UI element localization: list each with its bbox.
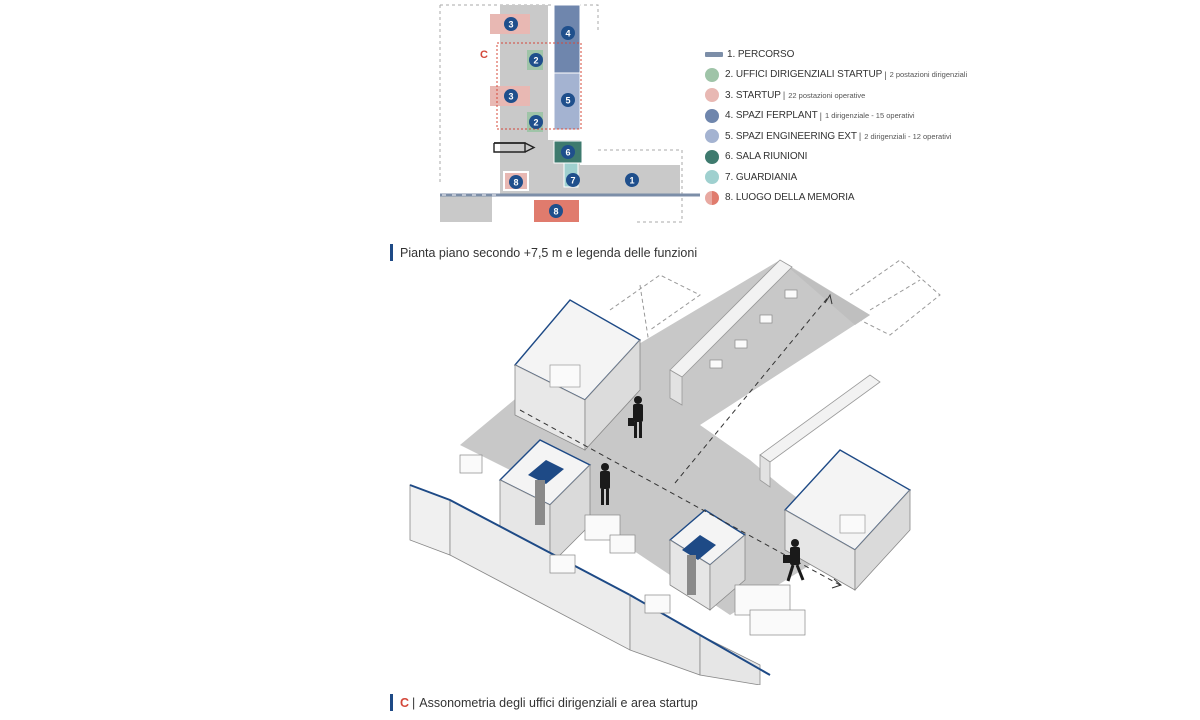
legend: 1. PERCORSO 2. UFFICI DIRIGENZIALI START… <box>705 44 1005 208</box>
legend-separator: | <box>884 69 887 80</box>
legend-swatch-bar <box>705 51 723 57</box>
legend-item-startup: 3. STARTUP | 22 postazioni operative <box>705 85 1005 106</box>
plan-marker-7: 7 <box>566 173 580 187</box>
legend-swatch-dot <box>705 67 719 82</box>
iso-caption-letter: C <box>400 695 410 710</box>
legend-item-percorso: 1. PERCORSO <box>705 44 1005 65</box>
svg-text:4: 4 <box>565 29 570 39</box>
svg-text:3: 3 <box>508 20 513 30</box>
partition-wall-front <box>409 484 771 685</box>
legend-swatch-dot <box>705 88 719 103</box>
legend-item-memoria: 8. LUOGO DELLA MEMORIA <box>705 188 1005 209</box>
legend-item-sala: 6. SALA RIUNIONI <box>705 147 1005 168</box>
legend-label: 1. PERCORSO <box>727 48 795 60</box>
legend-label: 8. LUOGO DELLA MEMORIA <box>725 192 855 204</box>
office-cube-center <box>668 509 747 611</box>
plan-marker-2a: 2 <box>529 53 543 67</box>
legend-separator: | <box>858 131 862 142</box>
svg-text:5: 5 <box>565 96 570 106</box>
legend-separator: | <box>782 90 786 101</box>
iso-caption-text: Assonometria degli uffici dirigenziali e… <box>419 695 698 710</box>
svg-text:8: 8 <box>513 178 518 188</box>
caption-bar <box>390 244 393 261</box>
svg-text:2: 2 <box>533 118 538 128</box>
direction-arrow-icon <box>493 142 536 153</box>
plan-marker-4: 4 <box>561 26 575 40</box>
legend-item-uffici: 2. UFFICI DIRIGENZIALI STARTUP | 2 posta… <box>705 65 1005 86</box>
legend-label: 5. SPAZI ENGINEERING EXT <box>725 130 857 142</box>
plan-marker-2b: 2 <box>529 115 543 129</box>
person-icon <box>600 463 610 505</box>
legend-label: 6. SALA RIUNIONI <box>725 151 808 163</box>
legend-label: 4. SPAZI FERPLANT <box>725 110 818 122</box>
legend-item-ferplant: 4. SPAZI FERPLANT | 1 dirigenziale - 15 … <box>705 106 1005 127</box>
startup-desks <box>459 454 806 636</box>
legend-detail: 1 dirigenziale - 15 operativi <box>824 111 915 121</box>
plan-marker-8b: 8 <box>549 204 563 218</box>
legend-detail: 22 postazioni operative <box>788 90 866 100</box>
legend-label: 7. GUARDIANIA <box>725 171 798 183</box>
person-icon <box>628 396 643 438</box>
office-cube-right <box>783 449 912 592</box>
legend-swatch-dot <box>705 108 719 123</box>
legend-swatch-dot <box>705 170 719 185</box>
legend-swatch-dot <box>705 190 719 205</box>
floor-plates <box>460 260 870 615</box>
corridor-desks <box>709 289 798 369</box>
plan-caption: Pianta piano secondo +7,5 m e legenda de… <box>390 244 697 261</box>
svg-text:6: 6 <box>565 148 570 158</box>
plan-marker-3a: 3 <box>504 17 518 31</box>
legend-item-engineering: 5. SPAZI ENGINEERING EXT | 2 dirigenzial… <box>705 126 1005 147</box>
person-icon <box>783 539 805 582</box>
legend-detail: 2 dirigenziali - 12 operativi <box>864 131 952 141</box>
plan-marker-8a: 8 <box>509 175 523 189</box>
legend-separator: | <box>819 110 822 121</box>
svg-text:3: 3 <box>508 92 513 102</box>
plan-marker-3b: 3 <box>504 89 518 103</box>
caption-bar <box>390 694 393 711</box>
legend-swatch-dot <box>705 129 719 144</box>
plan-marker-6: 6 <box>561 145 575 159</box>
svg-text:7: 7 <box>570 176 575 186</box>
svg-text:1: 1 <box>629 176 634 186</box>
circulation-path <box>519 293 842 589</box>
axonometric-view <box>409 259 941 685</box>
legend-detail: 2 postazioni dirigenziali <box>889 70 968 80</box>
legend-swatch-dot <box>705 149 719 164</box>
office-cube-top <box>513 299 642 452</box>
bench-wall <box>669 259 881 488</box>
iso-caption: C | Assonometria degli uffici dirigenzia… <box>390 694 698 711</box>
plan-marker-5: 5 <box>561 93 575 107</box>
legend-item-guardiania: 7. GUARDIANIA <box>705 167 1005 188</box>
legend-label: 3. STARTUP <box>725 89 781 101</box>
plan-marker-1: 1 <box>625 173 639 187</box>
section-label: C <box>480 49 488 61</box>
svg-text:2: 2 <box>533 56 538 66</box>
svg-text:8: 8 <box>553 207 558 217</box>
iso-caption-separator: | <box>412 695 416 710</box>
legend-label: 2. UFFICI DIRIGENZIALI STARTUP <box>725 69 883 81</box>
floor-plan: C 3 4 2 3 5 2 6 8 7 1 8 <box>439 4 700 223</box>
section-c-boundary <box>496 42 582 130</box>
plan-caption-text: Pianta piano secondo +7,5 m e legenda de… <box>400 245 698 260</box>
